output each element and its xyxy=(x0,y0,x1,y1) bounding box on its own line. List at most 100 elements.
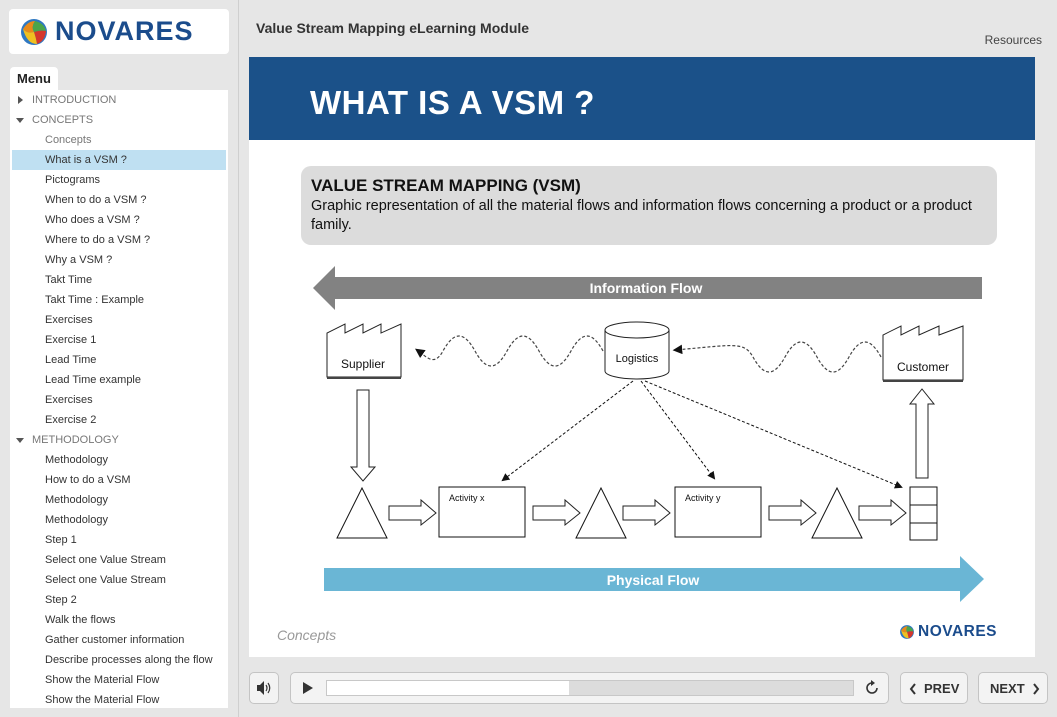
menu-item-label: When to do a VSM ? xyxy=(45,194,147,206)
replay-icon[interactable] xyxy=(863,679,881,697)
menu-item-label: Step 2 xyxy=(45,594,77,606)
menu-item-label: Who does a VSM ? xyxy=(45,214,140,226)
supplier-factory-icon: Supplier xyxy=(326,323,402,379)
activity-x-label: Activity x xyxy=(449,493,485,503)
menu-item-label: What is a VSM ? xyxy=(45,154,127,166)
menu-item-label: Takt Time xyxy=(45,274,93,286)
menu-item[interactable]: Takt Time : Example xyxy=(10,290,228,310)
menu-item-label: Where to do a VSM ? xyxy=(45,234,151,246)
definition-text: Graphic representation of all the materi… xyxy=(311,198,972,233)
menu-item[interactable]: Takt Time xyxy=(10,270,228,290)
menu-item[interactable]: Who does a VSM ? xyxy=(10,210,228,230)
menu-item[interactable]: Select one Value Stream xyxy=(10,570,228,590)
push-arrow-4 xyxy=(768,498,817,527)
menu-item[interactable]: Step 2 xyxy=(10,590,228,610)
definition-box: VALUE STREAM MAPPING (VSM) Graphic repre… xyxy=(301,166,997,245)
progress-fill xyxy=(327,681,569,695)
footer-novares-logo: NOVARES xyxy=(899,623,997,641)
customer-factory-icon: Customer xyxy=(882,325,964,382)
caret-down-icon xyxy=(16,438,24,443)
push-arrow-1 xyxy=(388,498,437,527)
menu-item[interactable]: Lead Time xyxy=(10,350,228,370)
menu-item-label: Show the Material Flow xyxy=(45,674,160,686)
menu-item[interactable]: Methodology xyxy=(10,510,228,530)
wavy-info-arrow-right xyxy=(672,341,882,373)
inventory-triangle-3 xyxy=(811,486,863,539)
menu-item-label: Gather customer information xyxy=(45,634,185,646)
menu-item-label: Takt Time : Example xyxy=(45,294,145,306)
logistics-label: Logistics xyxy=(616,353,659,365)
menu-section[interactable]: CONCEPTS xyxy=(10,110,228,130)
menu-item[interactable]: Exercise 2 xyxy=(10,410,228,430)
menu-item-label: Exercise 2 xyxy=(45,414,97,426)
menu-item[interactable]: Walk the flows xyxy=(10,610,228,630)
speaker-icon xyxy=(257,681,271,695)
menu-item[interactable]: Select one Value Stream xyxy=(10,550,228,570)
slide-banner: WHAT IS A VSM ? xyxy=(249,57,1035,140)
menu-item-label: Concepts xyxy=(45,134,92,146)
slide-title: WHAT IS A VSM ? xyxy=(310,84,595,121)
menu-item-label: Exercise 1 xyxy=(45,334,97,346)
menu-item[interactable]: Methodology xyxy=(10,450,228,470)
menu-item[interactable]: Concepts xyxy=(10,130,228,150)
menu-item-label: Describe processes along the flow xyxy=(45,654,213,666)
menu-section[interactable]: INTRODUCTION xyxy=(10,90,228,110)
menu-item-label: Methodology xyxy=(45,494,108,506)
menu-item[interactable]: How to do a VSM xyxy=(10,470,228,490)
menu-item-label: Show the Material Flow xyxy=(45,694,160,706)
menu-item[interactable]: What is a VSM ? xyxy=(12,150,226,170)
supplier-label: Supplier xyxy=(341,357,385,371)
caret-right-icon xyxy=(18,96,23,104)
menu-item-label: Step 1 xyxy=(45,534,77,546)
panel-divider xyxy=(238,0,239,717)
menu-item[interactable]: Pictograms xyxy=(10,170,228,190)
chevron-right-icon xyxy=(1033,683,1040,695)
menu-item[interactable]: Exercises xyxy=(10,390,228,410)
menu-item-label: METHODOLOGY xyxy=(32,434,119,446)
menu-item-label: CONCEPTS xyxy=(32,114,94,126)
menu-item[interactable]: Where to do a VSM ? xyxy=(10,230,228,250)
menu-item-label: Select one Value Stream xyxy=(45,554,166,566)
physical-flow-label: Physical Flow xyxy=(607,572,700,588)
next-label: NEXT xyxy=(990,681,1025,696)
menu-item[interactable]: Methodology xyxy=(10,490,228,510)
inventory-triangle-2 xyxy=(575,486,627,539)
menu-tab[interactable]: Menu xyxy=(10,67,58,91)
progress-bar[interactable] xyxy=(326,680,854,696)
push-arrow-3 xyxy=(622,498,671,527)
menu-item[interactable]: Lead Time example xyxy=(10,370,228,390)
supermarket-shelf-icon xyxy=(909,486,938,541)
caret-down-icon xyxy=(16,118,24,123)
logo-text: NOVARES xyxy=(55,16,194,46)
slide-area: WHAT IS A VSM ? VALUE STREAM MAPPING (VS… xyxy=(249,57,1035,657)
menu-item-label: Pictograms xyxy=(45,174,101,186)
menu-item[interactable]: Show the Material Flow xyxy=(10,690,228,708)
novares-logo: NOVARES xyxy=(9,9,229,54)
menu-item[interactable]: Gather customer information xyxy=(10,630,228,650)
menu-item-label: Lead Time xyxy=(45,354,97,366)
prev-button[interactable]: PREV xyxy=(900,672,968,704)
resources-link[interactable]: Resources xyxy=(984,33,1042,47)
prev-label: PREV xyxy=(924,681,960,696)
player-bar xyxy=(290,672,889,704)
push-arrow-2 xyxy=(532,498,581,527)
menu-item[interactable]: Describe processes along the flow xyxy=(10,650,228,670)
vsm-diagram: Information Flow Supplier Customer Logis… xyxy=(313,266,984,602)
menu-item[interactable]: When to do a VSM ? xyxy=(10,190,228,210)
next-button[interactable]: NEXT xyxy=(978,672,1048,704)
volume-button[interactable] xyxy=(249,672,279,704)
menu-item-label: Methodology xyxy=(45,454,108,466)
menu-item[interactable]: Why a VSM ? xyxy=(10,250,228,270)
menu-item-label: How to do a VSM xyxy=(45,474,131,486)
activity-y-box xyxy=(674,486,762,538)
menu-item[interactable]: Exercise 1 xyxy=(10,330,228,350)
menu-item[interactable]: Show the Material Flow xyxy=(10,670,228,690)
menu-item[interactable]: Step 1 xyxy=(10,530,228,550)
menu-item-label: Exercises xyxy=(45,314,93,326)
globe-logo-icon xyxy=(900,625,914,639)
menu-item[interactable]: Exercises xyxy=(10,310,228,330)
globe-logo-icon xyxy=(21,18,47,45)
menu-item-label: Select one Value Stream xyxy=(45,574,166,586)
menu-section[interactable]: METHODOLOGY xyxy=(10,430,228,450)
play-icon[interactable] xyxy=(303,682,313,694)
